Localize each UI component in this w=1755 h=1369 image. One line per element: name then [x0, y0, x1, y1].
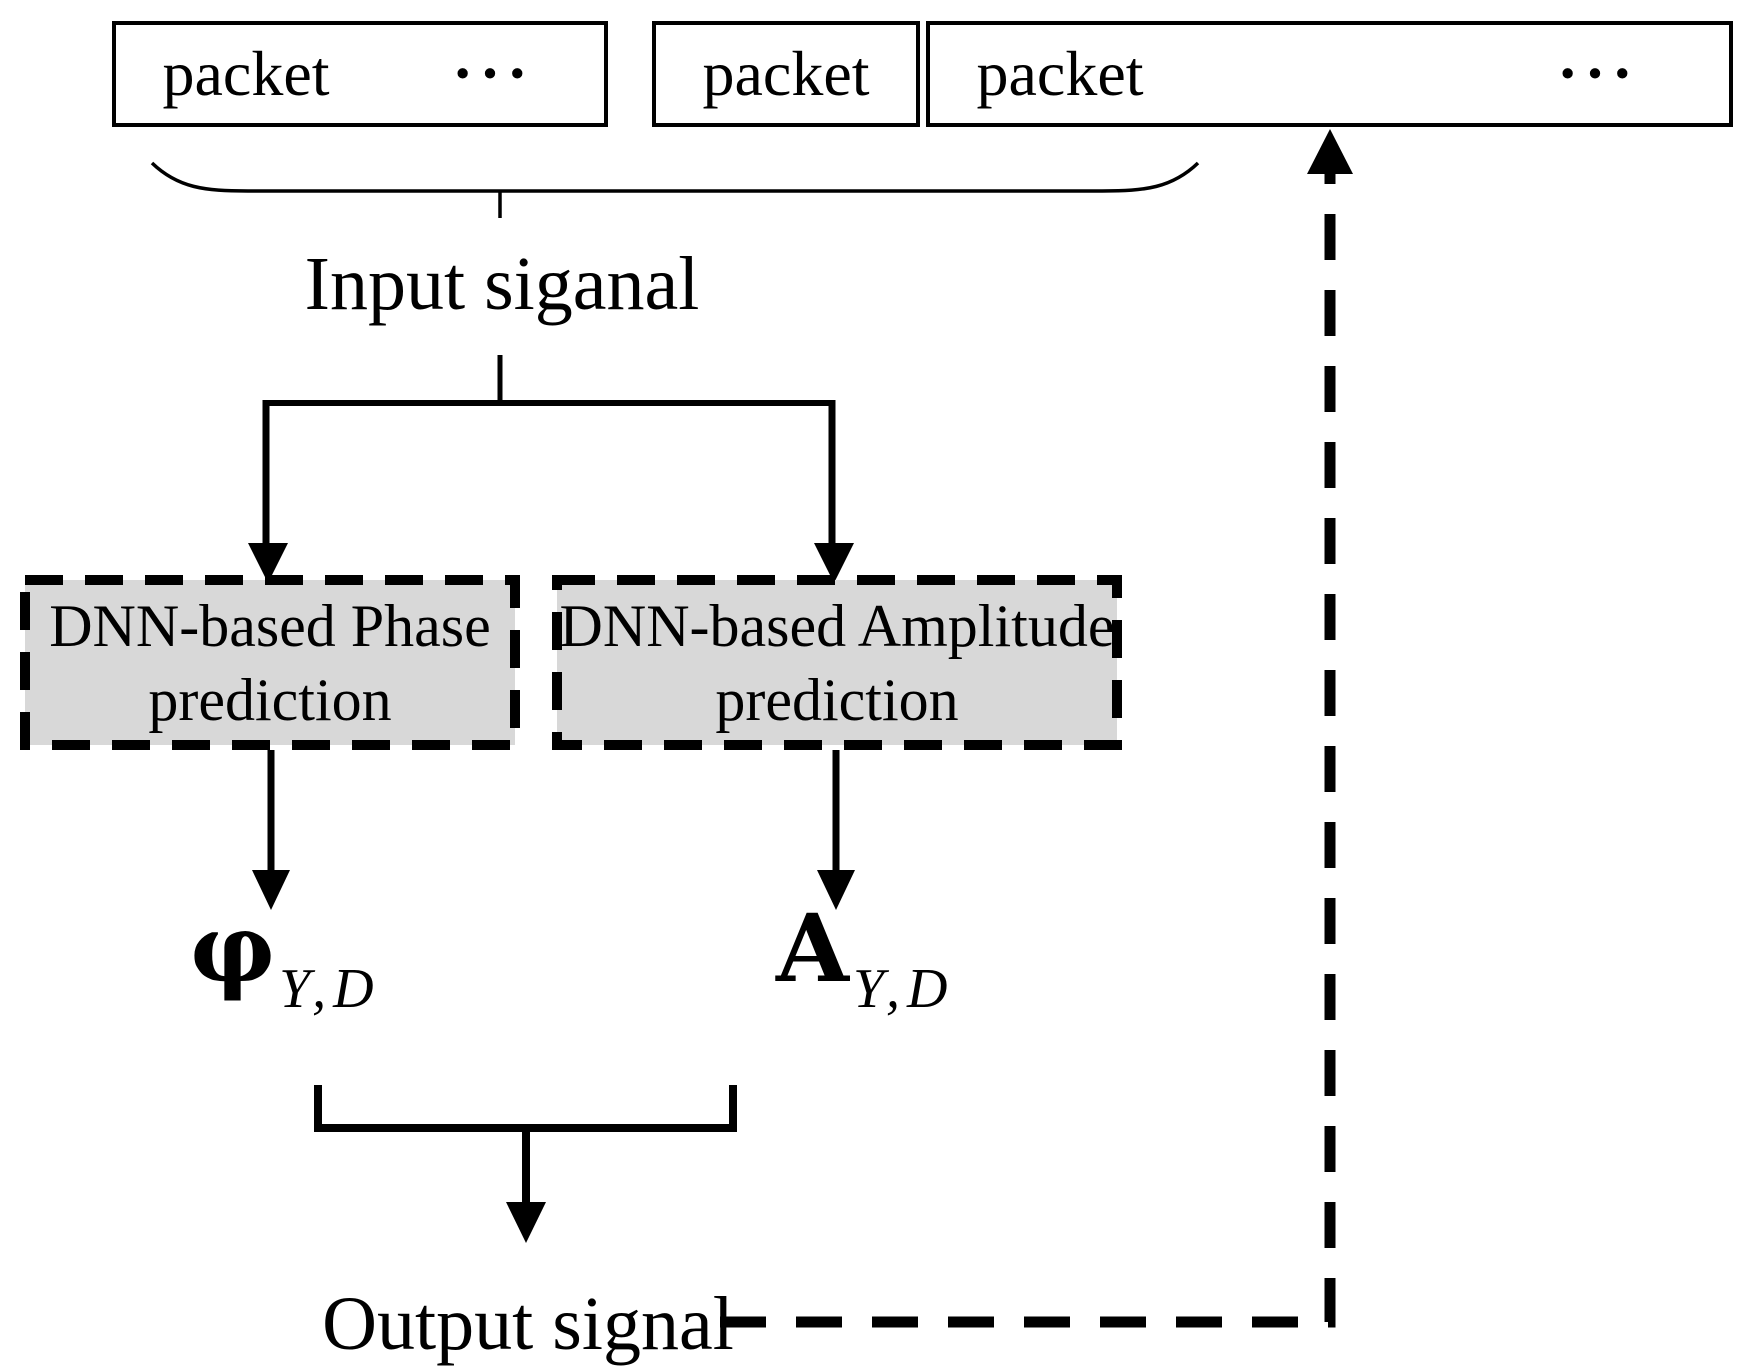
packet-cell-1: packet: [112, 21, 380, 127]
phase-exit-arrowhead-icon: [252, 870, 290, 910]
amplitude-symbol: A: [776, 894, 849, 1004]
packet-cell-2-label: packet: [702, 38, 870, 109]
amplitude-output-symbol: AY,D: [776, 902, 954, 1017]
phase-block-line2: prediction: [148, 666, 392, 733]
packet-cell-2: packet: [652, 21, 920, 127]
ellipsis-dots-icon: •••: [1561, 53, 1643, 95]
amplitude-exit-arrowhead-icon: [817, 870, 855, 910]
packet-cell-empty: [1190, 21, 1465, 127]
input-signal-label: Input siganal: [304, 242, 700, 327]
input-brace: [150, 161, 1200, 193]
feedback-dashed-line: [720, 172, 1336, 1328]
phase-block-box: [20, 575, 520, 750]
phi-subscript: Y,D: [279, 958, 381, 1020]
packet-cell-ellipsis-2: •••: [1461, 21, 1733, 127]
output-arrowhead-icon: [506, 1202, 546, 1243]
phase-output-symbol: φY,D: [190, 902, 381, 1017]
feedback-arrowhead-icon: [1307, 129, 1353, 174]
packet-cell-ellipsis-1: •••: [376, 21, 608, 127]
packet-cell-3-label: packet: [976, 38, 1144, 109]
amplitude-block-box: [552, 575, 1122, 750]
amplitude-subscript: Y,D: [852, 958, 955, 1020]
ellipsis-dots-icon: •••: [456, 53, 538, 95]
packet-cell-3: packet: [926, 21, 1194, 127]
amplitude-entry-arrowhead-icon: [814, 543, 854, 583]
packet-cell-1-label: packet: [162, 38, 330, 109]
amplitude-block-line1: DNN-based Amplitude: [559, 592, 1115, 659]
phase-block-line1: DNN-based Phase: [49, 592, 491, 659]
amplitude-block-line2: prediction: [715, 666, 959, 733]
phase-entry-arrowhead-icon: [248, 543, 288, 583]
combine-bracket: [314, 1085, 737, 1132]
output-signal-label: Output signal: [322, 1282, 734, 1367]
amplitude-block-text: DNN-based Amplitude prediction: [552, 575, 1122, 750]
phase-block-text: DNN-based Phase prediction: [20, 575, 520, 750]
phi-symbol: φ: [190, 894, 276, 1004]
